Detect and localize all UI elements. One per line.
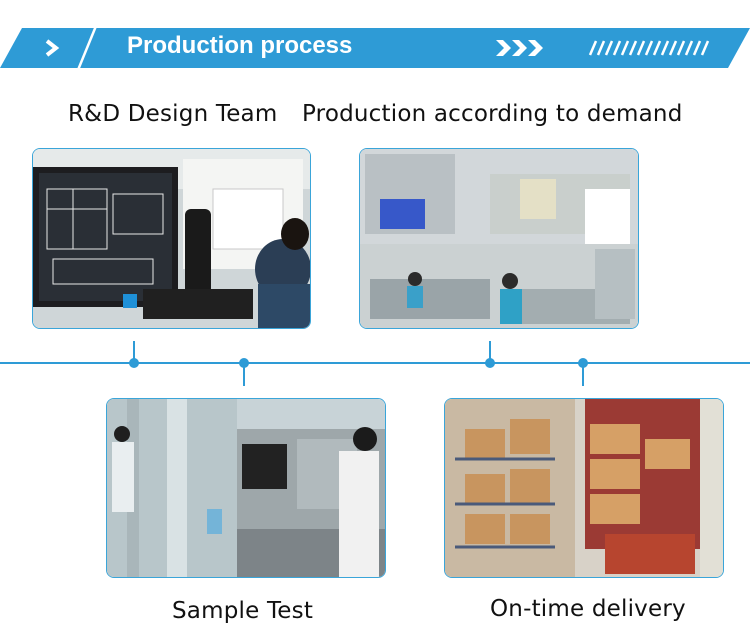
timeline-dot-1 [129, 358, 139, 368]
caption-sample-test: Sample Test [172, 598, 314, 624]
photo-delivery [444, 398, 724, 578]
caption-production-on-demand: Production according to demand [302, 101, 683, 127]
photo-production [359, 148, 639, 329]
banner-shape [0, 28, 750, 68]
timeline-tick-4 [582, 362, 584, 386]
photo-rd-design [32, 148, 311, 329]
banner-title: Production process [127, 32, 353, 59]
timeline-dot-2 [239, 358, 249, 368]
timeline-tick-2 [243, 362, 245, 386]
timeline-dot-4 [578, 358, 588, 368]
timeline-tick-3 [489, 341, 491, 363]
timeline-tick-1 [133, 341, 135, 363]
timeline-line [0, 362, 750, 364]
chevron-right-icon [45, 39, 60, 57]
caption-on-time-delivery: On-time delivery [490, 596, 686, 622]
triple-chevron-icon [496, 40, 543, 56]
header-banner: Production process [0, 28, 750, 68]
timeline-dot-3 [485, 358, 495, 368]
caption-rd-design-team: R&D Design Team [68, 101, 278, 127]
photo-sample-test [106, 398, 386, 578]
hatch-decoration [588, 40, 710, 56]
